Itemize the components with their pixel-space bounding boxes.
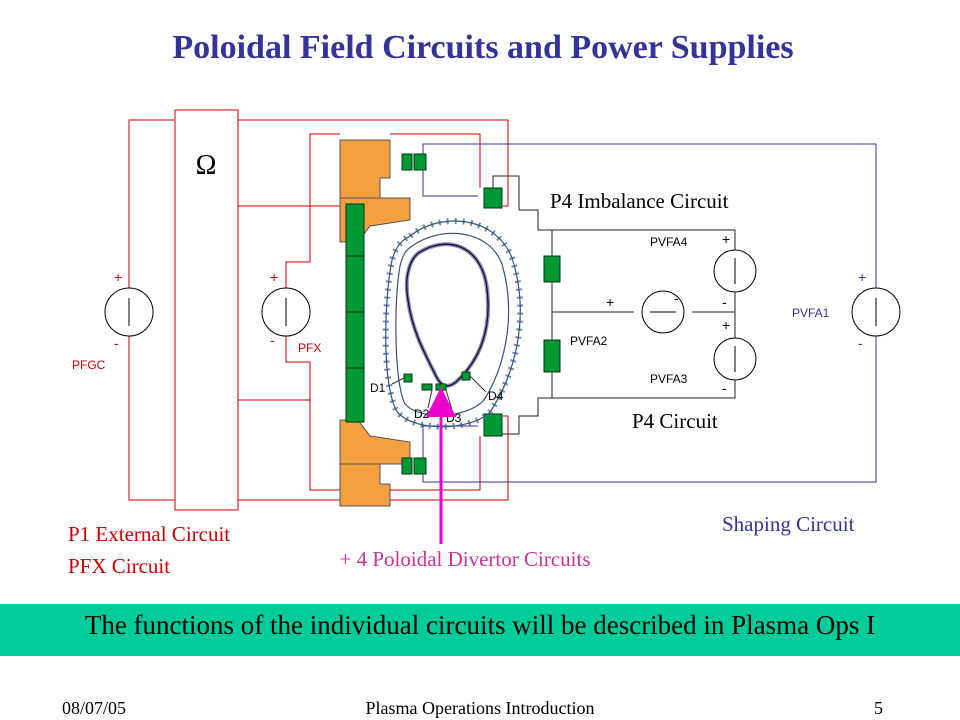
footer-page-number: 5 — [874, 698, 883, 718]
pfgc-power-supply: + - PFGC — [72, 269, 154, 372]
center-coil-stack — [345, 203, 365, 423]
svg-text:-: - — [270, 332, 275, 348]
svg-text:-: - — [858, 335, 863, 351]
svg-text:+: + — [722, 231, 730, 247]
svg-text:+: + — [270, 269, 278, 285]
svg-text:-: - — [722, 294, 727, 310]
footer-title: Plasma Operations Introduction — [365, 698, 595, 718]
divertor-label-d3: D3 — [446, 411, 462, 425]
pfx-label: PFX — [298, 341, 321, 355]
svg-text:-: - — [114, 335, 119, 351]
divertor-label-d1: D1 — [370, 381, 386, 395]
svg-text:+: + — [114, 269, 122, 285]
ohmic-solenoid-box — [174, 109, 239, 511]
pvfa2-power-supply: + - PVFA2 — [570, 290, 685, 348]
svg-text:+: + — [606, 294, 614, 310]
info-banner — [0, 604, 960, 656]
vacuum-vessel — [382, 218, 524, 430]
svg-text:+: + — [858, 269, 866, 285]
pvfa1-power-supply: + - PVFA1 — [792, 269, 901, 351]
ohmic-symbol: Ω — [196, 150, 217, 181]
divertor-label-d4: D4 — [488, 389, 504, 403]
pvfa4-power-supply: + - PVFA4 — [650, 231, 757, 310]
pvfa2-label: PVFA2 — [570, 334, 608, 348]
pfx-power-supply: + - PFX — [261, 269, 321, 355]
pvfa4-label: PVFA4 — [650, 235, 688, 249]
poloidal-divertor-label: + 4 Poloidal Divertor Circuits — [340, 547, 591, 571]
pvfa3-label: PVFA3 — [650, 372, 688, 386]
p4-resistors — [543, 255, 561, 373]
shaping-circuit-label: Shaping Circuit — [722, 512, 855, 536]
info-banner-text: The functions of the individual circuits… — [84, 610, 876, 640]
footer-date: 08/07/05 — [62, 698, 127, 718]
p4-imbalance-label: P4 Imbalance Circuit — [550, 189, 729, 213]
pvfa3-power-supply: + - PVFA3 — [650, 317, 757, 396]
divertor-label-d2: D2 — [414, 407, 430, 421]
pfx-circuit-label: PFX Circuit — [68, 554, 170, 578]
svg-text:-: - — [674, 290, 679, 306]
svg-text:+: + — [722, 317, 730, 333]
p4-circuit-label: P4 Circuit — [632, 409, 718, 433]
plasma-boundary — [404, 242, 491, 388]
pfgc-label: PFGC — [72, 358, 106, 372]
p1-external-label: P1 External Circuit — [68, 522, 230, 546]
slide-title: Poloidal Field Circuits and Power Suppli… — [172, 29, 793, 66]
small-green-coils — [401, 153, 503, 475]
pvfa1-label: PVFA1 — [792, 306, 830, 320]
svg-text:-: - — [722, 380, 727, 396]
